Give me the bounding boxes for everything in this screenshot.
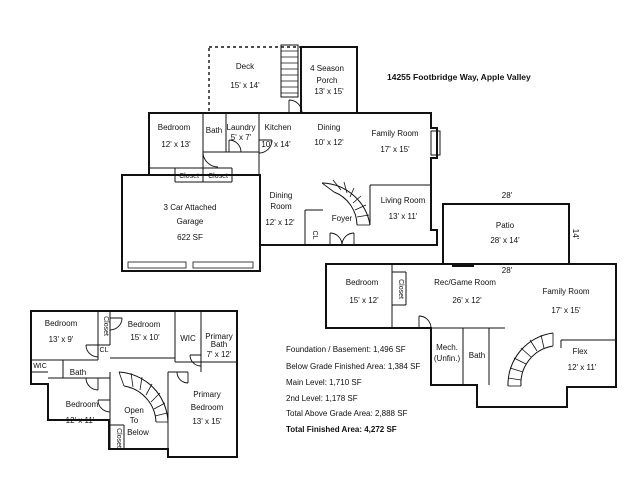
mech-label: Mech. xyxy=(436,343,458,352)
lower-family-room-label: Family Room xyxy=(542,287,589,296)
lower-bedroom-dims: 15' x 12' xyxy=(349,296,379,305)
porch-label: 4 Season xyxy=(310,64,344,73)
garage-doors xyxy=(127,261,254,269)
upper-bedroom-1-dims: 13' x 9' xyxy=(49,335,74,344)
dining-dims: 10' x 12' xyxy=(314,138,344,147)
primary-bath-label-2: Bath xyxy=(211,340,227,349)
upper-wic-2-label: WIC xyxy=(33,363,47,370)
porch-label-2: Porch xyxy=(317,76,338,85)
rec-room-label: Rec/Game Room xyxy=(434,278,496,287)
deck-dims: 15' x 14' xyxy=(230,81,260,90)
lower-family-room-dims: 17' x 15' xyxy=(551,306,581,315)
main-level-plan: Deck 15' x 14' 4 Season Porch 13' x 15' … xyxy=(121,44,441,272)
upper-doors xyxy=(85,317,202,413)
lower-closet-label: Closet xyxy=(397,279,404,299)
main-family-room-label: Family Room xyxy=(371,129,418,138)
upper-bedroom-2-label: Bedroom xyxy=(128,320,161,329)
foyer-label: Foyer xyxy=(332,214,353,223)
stat-foundation: Foundation / Basement: 1,496 SF xyxy=(286,345,406,354)
lower-interior-walls xyxy=(391,264,616,385)
garage-label: 3 Car Attached xyxy=(164,203,217,212)
area-summary: Foundation / Basement: 1,496 SF Below Gr… xyxy=(286,345,420,434)
dining-room-dims: 12' x 12' xyxy=(265,218,295,227)
property-address: 14255 Footbridge Way, Apple Valley xyxy=(387,72,531,82)
main-interior-walls xyxy=(149,113,431,245)
upper-bedroom-3-label: Bedroom xyxy=(66,400,99,409)
upper-closet-1-label: Closet xyxy=(102,316,109,336)
patio-bottom-dim: 28' xyxy=(502,266,513,275)
flex-label: Flex xyxy=(572,347,587,356)
lower-beam xyxy=(452,263,474,267)
upper-bedroom-2-dims: 15' x 10' xyxy=(130,333,160,342)
stat-main-level: Main Level: 1,710 SF xyxy=(286,378,362,387)
patio-top-dim: 28' xyxy=(502,191,513,200)
upper-level-outline xyxy=(30,310,238,458)
open-to-below-line-3: Below xyxy=(127,428,149,437)
living-room-label: Living Room xyxy=(381,196,426,205)
living-room-dims: 13' x 11' xyxy=(389,212,418,221)
patio-outline xyxy=(442,203,570,265)
dining-label: Dining xyxy=(318,123,341,132)
upper-wic-1-label: WIC xyxy=(180,334,196,343)
lower-stair xyxy=(507,332,554,387)
deck-stair xyxy=(280,44,299,98)
kitchen-dims: 10' x 14' xyxy=(261,140,291,149)
closet-label-2: Closet xyxy=(208,173,228,180)
stat-above-grade: Total Above Grade Area: 2,888 SF xyxy=(286,409,408,418)
upper-bedroom-1-label: Bedroom xyxy=(45,319,78,328)
lower-bath-label: Bath xyxy=(469,351,485,360)
upper-bedroom-3-dims: 12' x 11' xyxy=(66,416,95,425)
cl-label: CL xyxy=(311,231,318,240)
lower-level-plan: Bedroom 15' x 12' Closet Rec/Game Room 2… xyxy=(325,263,617,408)
main-stair xyxy=(321,179,371,226)
patio-label: Patio xyxy=(496,221,515,230)
dining-room-label: Dining xyxy=(270,191,293,200)
main-bedroom-label: Bedroom xyxy=(158,123,191,132)
open-to-below-line-1: Open xyxy=(124,406,144,415)
main-doors xyxy=(202,99,355,246)
garage-label-2: Garage xyxy=(177,217,204,226)
main-bedroom-dims: 12' x 13' xyxy=(161,140,191,149)
rec-room-dims: 26' x 12' xyxy=(452,296,482,305)
patio-dims: 28' x 14' xyxy=(490,236,520,245)
deck-label: Deck xyxy=(236,62,255,71)
upper-bath-label: Bath xyxy=(70,368,86,377)
primary-bedroom-dims: 13' x 15' xyxy=(192,417,222,426)
dining-room-label-2: Room xyxy=(270,202,292,211)
lower-doors xyxy=(418,315,432,329)
stat-below-grade: Below Grade Finished Area: 1,384 SF xyxy=(286,362,420,371)
upper-interior-walls xyxy=(31,311,237,449)
flex-dims: 12' x 11' xyxy=(568,363,597,372)
primary-bedroom-label: Primary xyxy=(193,390,221,399)
porch-dims: 13' x 15' xyxy=(314,87,344,96)
primary-bedroom-label-2: Bedroom xyxy=(191,403,224,412)
upper-cl-label: CL xyxy=(100,347,109,354)
open-to-below-line-2: To xyxy=(130,416,139,425)
garage-outline xyxy=(121,174,261,272)
upper-stair xyxy=(118,371,169,423)
lower-level-outline xyxy=(325,263,617,408)
main-bath-label: Bath xyxy=(206,126,222,135)
stat-second-level: 2nd Level: 1,178 SF xyxy=(286,394,358,403)
primary-bath-dims: 7' x 12' xyxy=(207,350,232,359)
fireplace xyxy=(430,130,441,156)
primary-bath-label: Primary xyxy=(205,332,233,341)
patio-side-dim: 14' xyxy=(571,229,580,240)
main-family-room-dims: 17' x 15' xyxy=(380,145,410,154)
mech-label-2: (Unfin.) xyxy=(434,354,461,363)
upper-closet-2-label: Closet xyxy=(115,428,122,448)
upper-level-plan: Bedroom 13' x 9' Closet Bedroom 15' x 10… xyxy=(30,310,238,458)
laundry-label: Laundry xyxy=(227,123,256,132)
kitchen-label: Kitchen xyxy=(265,123,292,132)
closet-label-1: Closet xyxy=(179,173,199,180)
laundry-dims: 5' x 7' xyxy=(231,133,252,142)
lower-bedroom-label: Bedroom xyxy=(346,278,379,287)
patio-plan: Patio 28' x 14' 28' 28' 14' xyxy=(442,191,580,275)
stat-total-finished: Total Finished Area: 4,272 SF xyxy=(286,425,397,434)
garage-area: 622 SF xyxy=(177,233,203,242)
